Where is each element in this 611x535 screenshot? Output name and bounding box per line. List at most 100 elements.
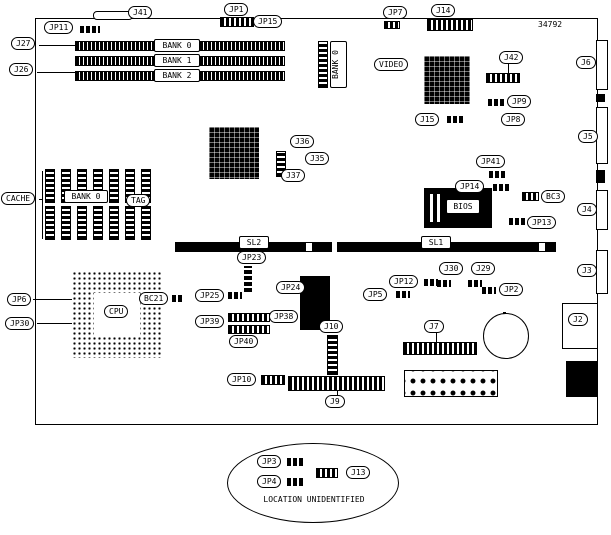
slot-sl1-key: [539, 243, 545, 251]
connector-j42-header: [486, 73, 520, 83]
connector-j10-header: [327, 335, 338, 375]
label-sl2: SL2: [239, 236, 269, 249]
label-bank1: BANK 1: [154, 54, 200, 67]
connector-bottom-right: [566, 361, 598, 397]
label-j5: J5: [578, 130, 598, 143]
label-jp10: JP10: [227, 373, 257, 386]
label-j9: J9: [325, 395, 345, 408]
cache-chip: [45, 206, 55, 240]
label-jp12: JP12: [389, 275, 419, 288]
label-j10: J10: [319, 320, 344, 333]
label-jp14: JP14: [455, 180, 485, 193]
label-j14: J14: [431, 4, 456, 17]
edge-nub-2: [596, 170, 605, 183]
label-bc21: BC21: [139, 292, 169, 305]
cache-chip: [141, 206, 151, 240]
label-jp13: JP13: [527, 216, 557, 229]
label-j4: J4: [577, 203, 597, 216]
label-cpu: CPU: [104, 305, 129, 318]
cache-chip: [61, 206, 71, 240]
jumper-j13: [316, 468, 338, 478]
connector-j6-port: [596, 40, 608, 90]
jumper-jp41: [489, 171, 507, 178]
cache-bracket: [42, 171, 43, 239]
label-sl1: SL1: [421, 236, 451, 249]
connector-j14-header: [427, 19, 473, 31]
label-jp40: JP40: [229, 335, 259, 348]
label-cache-bank0: BANK 0: [64, 190, 108, 203]
header-jp40: [228, 325, 270, 334]
connector-j9-header: [288, 376, 385, 391]
jumper-jp12: [424, 279, 438, 286]
edge-nub-1: [596, 94, 605, 102]
label-jp15: JP15: [253, 15, 283, 28]
label-j2: J2: [568, 313, 588, 326]
label-j36: J36: [290, 135, 315, 148]
jumper-jp3: [287, 458, 303, 466]
label-jp38: JP38: [269, 310, 299, 323]
label-j27: J27: [11, 37, 36, 50]
label-j3: J3: [577, 264, 597, 277]
jumper-bc3: [522, 192, 539, 201]
label-j35: J35: [305, 152, 330, 165]
jumper-jp13: [509, 218, 525, 225]
connector-j7-header: [403, 342, 477, 355]
jumper-jp4: [287, 478, 303, 486]
jumper-jp23: [244, 266, 252, 292]
label-bc3: BC3: [541, 190, 566, 203]
connector-j4-port: [596, 190, 608, 230]
jumper-jp5: [396, 291, 410, 298]
jumper-jp2: [482, 287, 496, 294]
leader-line-j27: [39, 45, 75, 46]
memory-slot-bank0-vertical: [318, 41, 328, 88]
label-jp39: JP39: [195, 315, 225, 328]
leader-line-j26: [37, 72, 75, 73]
label-jp4: JP4: [257, 475, 282, 488]
jumper-j30: [437, 280, 451, 287]
label-cache: CACHE: [1, 192, 36, 205]
connector-j5-port: [596, 107, 608, 164]
connector-j2-port: [562, 303, 598, 349]
chip-video: [424, 56, 470, 104]
jumper-bc21: [172, 295, 184, 302]
cache-chip: [109, 169, 119, 203]
cache-chip: [125, 206, 135, 240]
unlocated-balloon: [227, 443, 399, 523]
label-jp6: JP6: [7, 293, 32, 306]
label-jp1: JP1: [224, 3, 249, 16]
jumper-j29: [468, 280, 482, 287]
label-bank2: BANK 2: [154, 69, 200, 82]
label-tag: TAG: [126, 194, 151, 207]
label-video: VIDEO: [374, 58, 409, 71]
battery: [483, 313, 529, 359]
label-jp41: JP41: [476, 155, 506, 168]
cache-chip: [45, 169, 55, 203]
label-j6: J6: [576, 56, 596, 69]
label-j30: J30: [439, 262, 464, 275]
label-jp24: JP24: [276, 281, 306, 294]
chip-chipset: [209, 127, 259, 179]
header-jp1: [220, 17, 254, 27]
label-bios: BIOS: [446, 199, 480, 214]
label-jp2: JP2: [499, 283, 524, 296]
jumper-jp14: [493, 184, 511, 191]
label-j15: J15: [415, 113, 440, 126]
label-jp25: JP25: [195, 289, 225, 302]
footer-note: LOCATION UNIDENTIFIED: [263, 495, 365, 504]
header-jp39-jp38: [228, 313, 270, 322]
leader-line-j7: [436, 333, 437, 342]
label-jp7: JP7: [383, 6, 408, 19]
cache-chip: [77, 206, 87, 240]
slot-sl2-key: [306, 243, 312, 251]
jumper-jp25: [228, 292, 242, 299]
label-j7: J7: [424, 320, 444, 333]
label-bank0-vertical: BANK 0: [330, 41, 347, 88]
cache-bracket-tick: [39, 199, 42, 200]
part-number: 34792: [538, 20, 563, 29]
label-j29: J29: [471, 262, 496, 275]
leader-line-jp30: [37, 323, 72, 324]
label-j13: J13: [346, 466, 371, 479]
cache-chip: [93, 206, 103, 240]
jumper-jp9: [488, 99, 504, 106]
